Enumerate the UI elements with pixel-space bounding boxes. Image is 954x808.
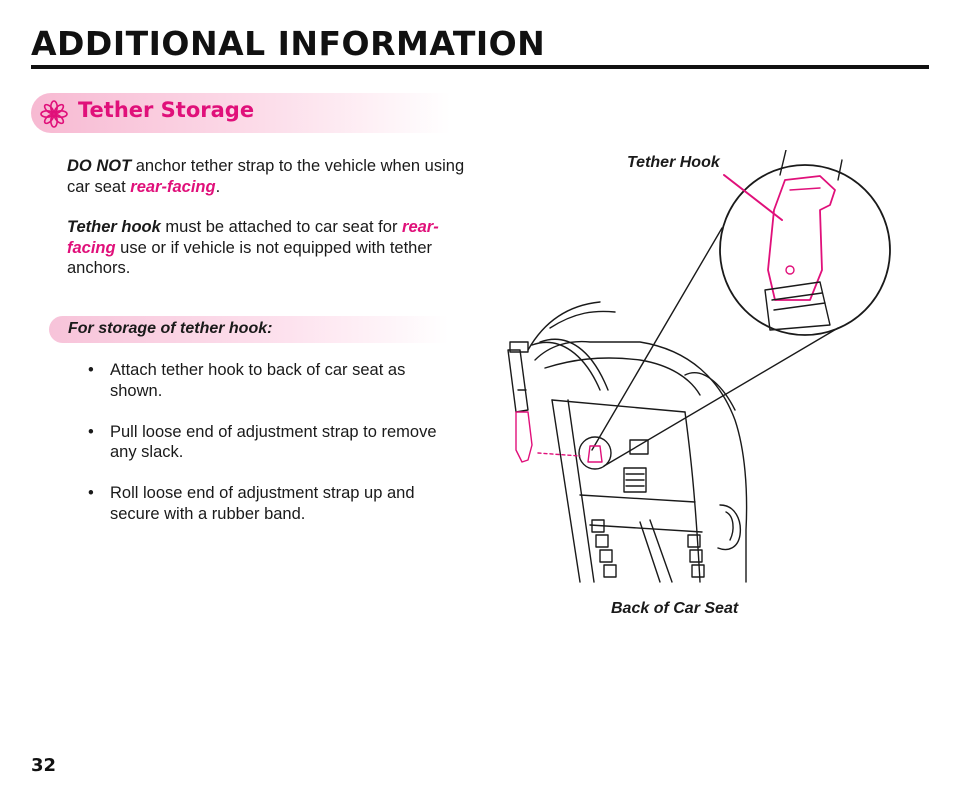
tether-hook-paragraph: Tether hook must be attached to car seat…	[67, 217, 477, 279]
instruction-list: •Attach tether hook to back of car seat …	[88, 360, 448, 545]
warning-paragraph: DO NOT anchor tether strap to the vehicl…	[67, 156, 477, 197]
section-header-band	[31, 93, 451, 133]
page-title: ADDITIONAL INFORMATION	[31, 24, 546, 63]
tether-hook-label: Tether Hook	[627, 154, 720, 171]
do-not-lead: DO NOT	[67, 157, 132, 175]
title-rule	[31, 65, 929, 69]
zoom-circle	[719, 164, 891, 336]
tether-hook-lead: Tether hook	[67, 218, 161, 236]
car-seat-illustration	[507, 150, 891, 583]
list-item: •Roll loose end of adjustment strap up a…	[88, 484, 415, 523]
bullet-glyph: •	[88, 361, 94, 379]
warning-text-b: .	[215, 177, 221, 196]
subsection-band	[49, 316, 449, 343]
page-number: 32	[31, 755, 57, 776]
pink-star-icon	[40, 100, 68, 128]
list-item: •Pull loose end of adjustment strap to r…	[88, 422, 437, 462]
list-item: •Attach tether hook to back of car seat …	[88, 361, 406, 400]
tether-text-b: use or if vehicle is not equipped with t…	[67, 238, 433, 278]
rear-facing-highlight-2: rear-facing	[67, 218, 439, 257]
bullet-glyph: •	[88, 484, 94, 502]
tether-text-a: must be attached to car seat for	[160, 218, 403, 236]
bullet-glyph: •	[88, 422, 94, 441]
car-seat-back-label: Back of Car Seat	[611, 600, 739, 617]
rear-facing-highlight: rear-facing	[130, 177, 216, 196]
section-title: Tether Storage	[78, 98, 255, 122]
warning-text-a: anchor tether strap to the vehicle when …	[67, 157, 465, 196]
subsection-title: For storage of tether hook:	[68, 320, 273, 337]
